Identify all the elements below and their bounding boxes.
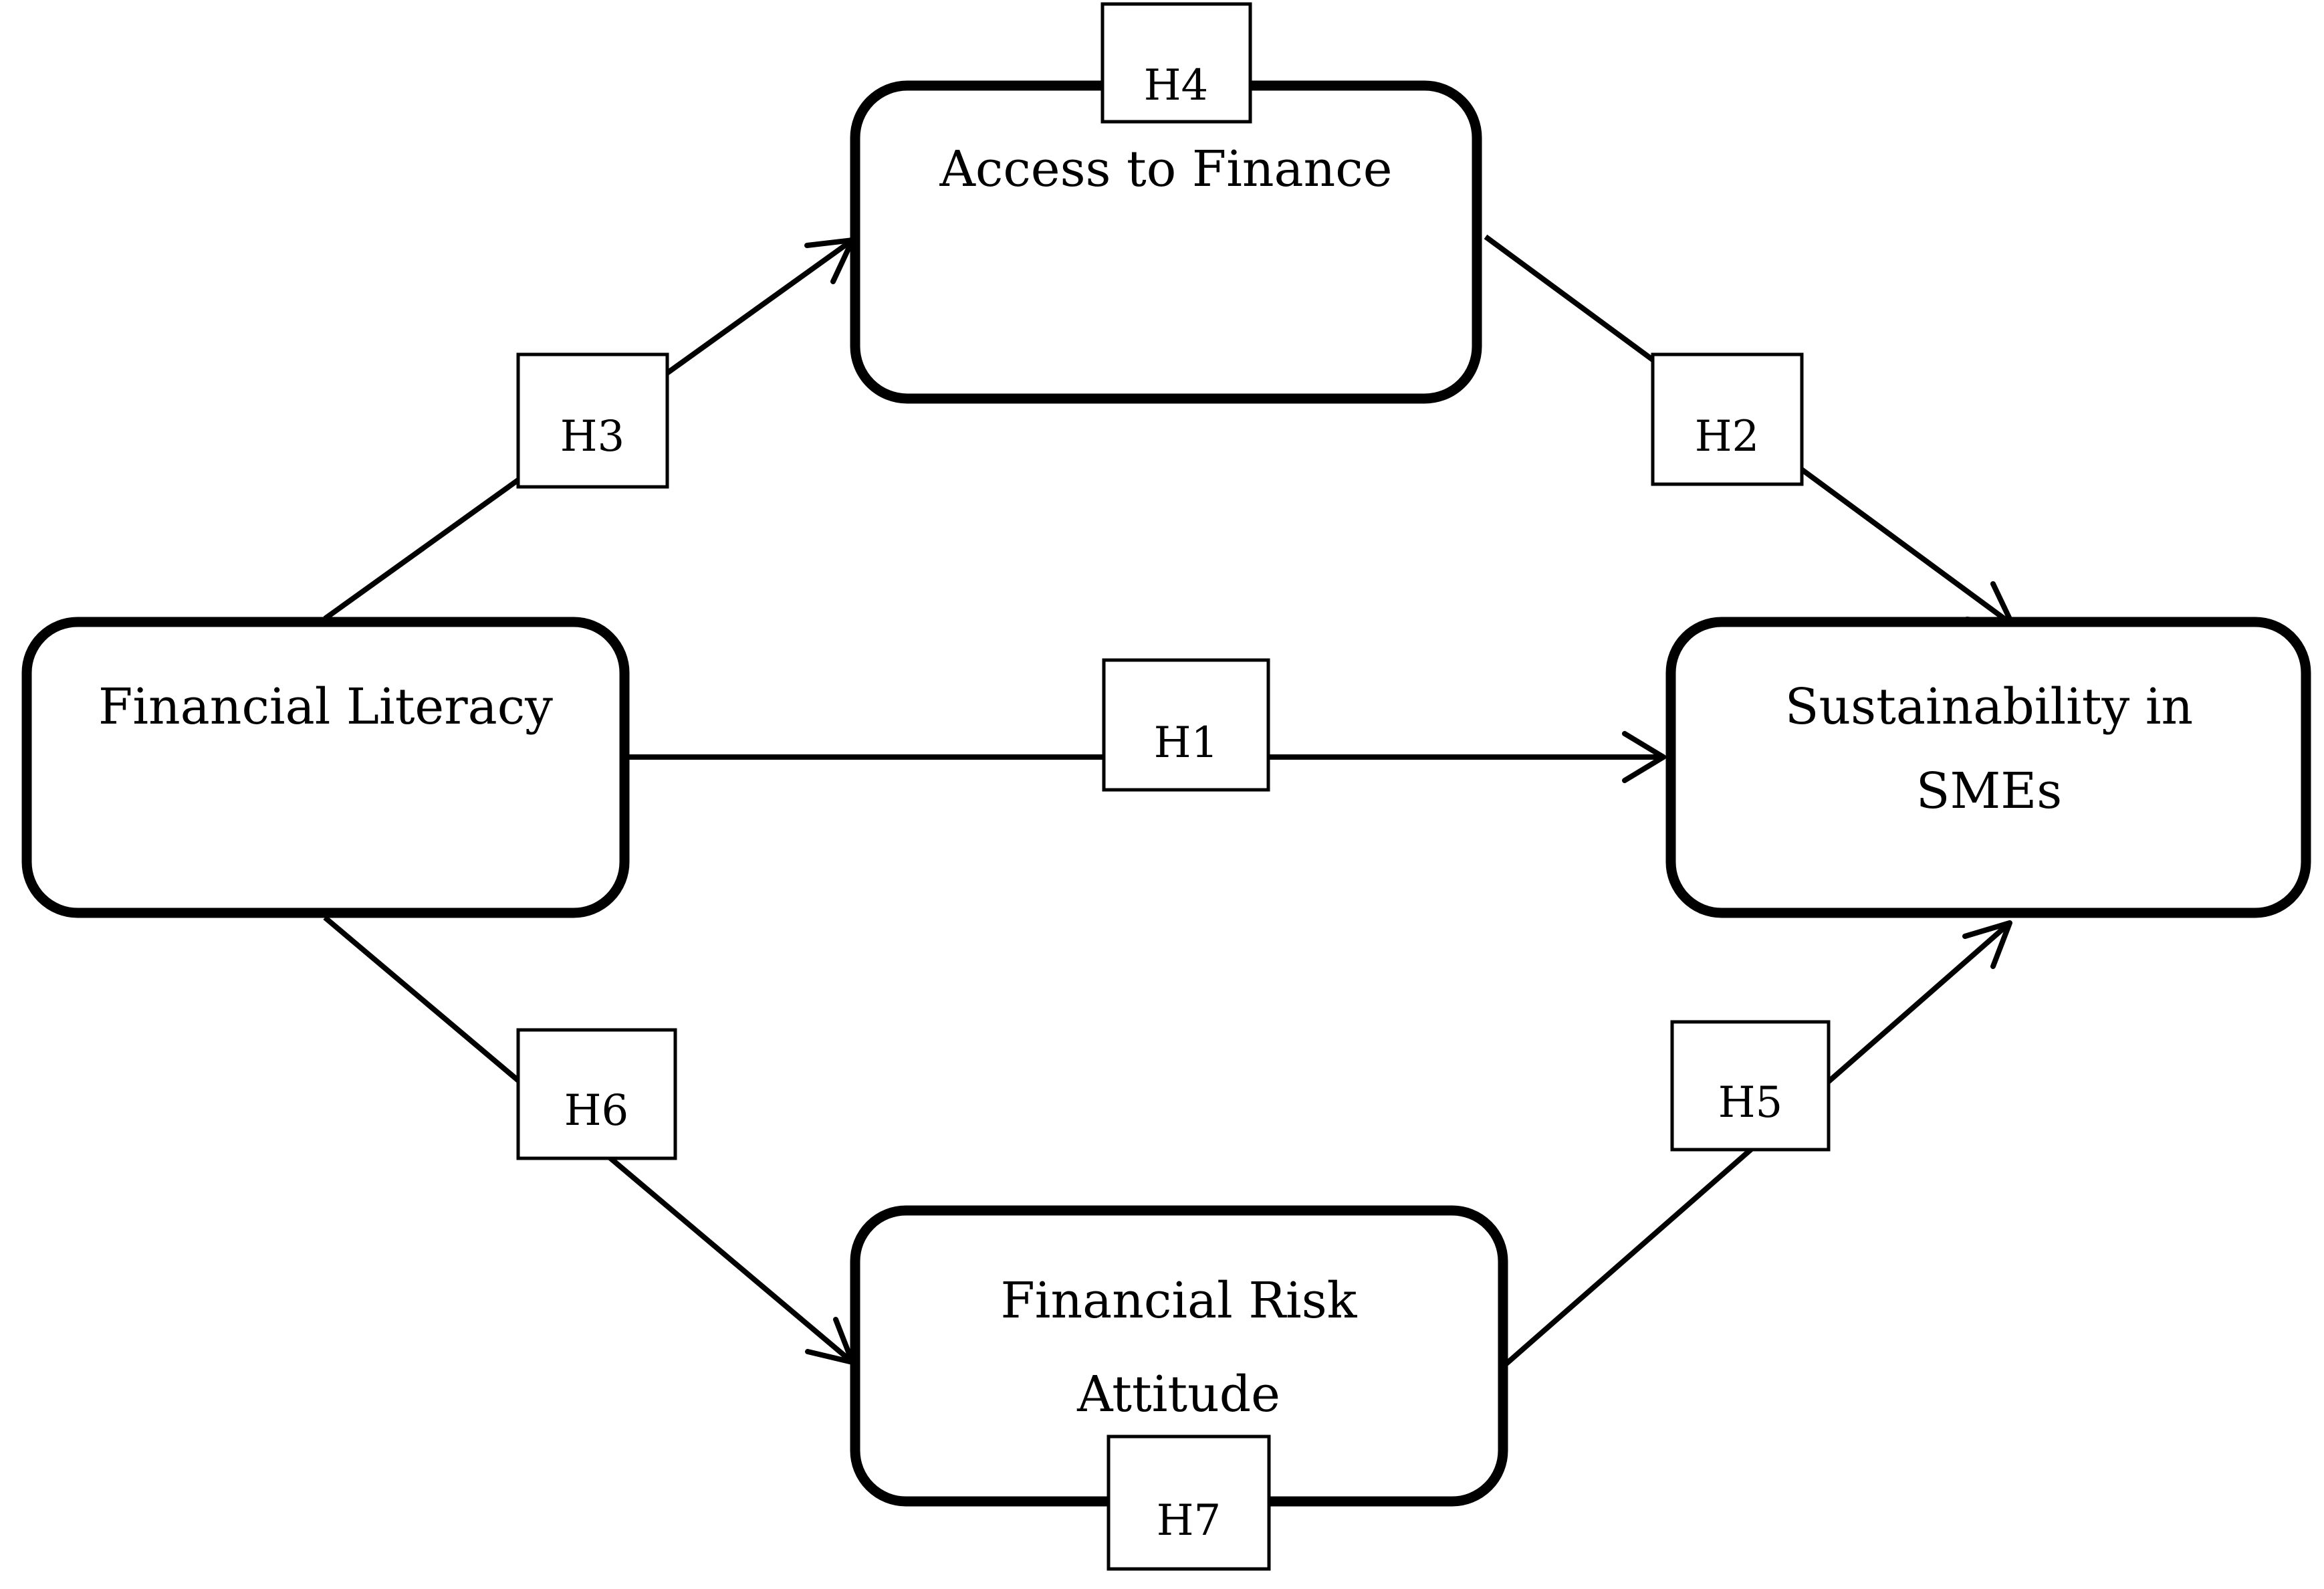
node-label-line-2: Attitude (1076, 1366, 1280, 1423)
hypothesis-box (516, 352, 669, 489)
node-label: Financial Literacy (98, 678, 553, 736)
node-box (1665, 617, 2311, 918)
arrow-head-h5 (1962, 920, 2012, 969)
hypothesis-text: H2 (1695, 412, 1760, 461)
node-sustainability-in-smes: Sustainability in SMEs (1665, 617, 2311, 918)
hypothesis-label-h7: H7 (1107, 1435, 1271, 1571)
node-box (850, 80, 1482, 404)
hypothesis-label-h5: H5 (1670, 1020, 1831, 1152)
hypothesis-label-h2: H2 (1651, 352, 1804, 486)
hypothesis-text: H7 (1157, 1496, 1222, 1546)
hypothesis-box (1102, 658, 1270, 792)
node-financial-risk-attitude: Financial Risk Attitude (850, 1205, 1508, 1507)
hypothesis-text: H3 (560, 412, 625, 461)
node-label: Access to Finance (939, 140, 1392, 198)
node-label-line-1: Financial Risk (1000, 1272, 1357, 1330)
hypothesis-box (1651, 352, 1804, 486)
node-label-line-1: Sustainability in (1785, 678, 2193, 736)
hypothesis-label-h6: H6 (516, 1028, 677, 1160)
arrow-head-h1 (1622, 731, 1666, 783)
node-label-line-2: SMEs (1916, 762, 2062, 820)
hypothesis-label-h1: H1 (1102, 658, 1270, 792)
hypothesis-box (1100, 2, 1252, 124)
node-access-to-finance: Access to Finance (850, 80, 1482, 404)
hypothesis-box (516, 1028, 677, 1160)
node-financial-literacy: Financial Literacy (21, 617, 630, 918)
node-box (21, 617, 630, 918)
hypothesis-text: H5 (1718, 1078, 1783, 1128)
hypothesis-box (1670, 1020, 1831, 1152)
hypothesis-text: H1 (1154, 718, 1219, 768)
hypothesis-text: H6 (564, 1086, 629, 1136)
hypothesis-label-h3: H3 (516, 352, 669, 489)
hypothesis-box (1107, 1435, 1271, 1571)
hypothesis-text: H4 (1144, 61, 1209, 110)
hypothesis-label-h4: H4 (1100, 2, 1252, 124)
